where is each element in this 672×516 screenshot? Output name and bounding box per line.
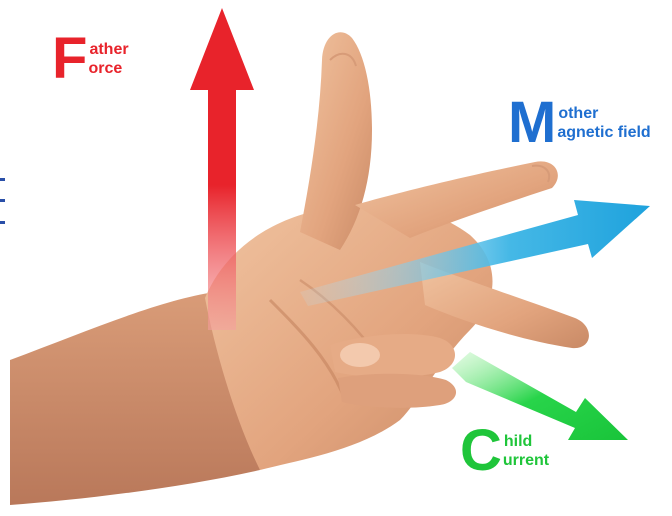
mother-magnetic-field-label: M other agnetic field bbox=[508, 94, 651, 152]
curled-fingers bbox=[330, 334, 456, 408]
child-words: hild urrent bbox=[504, 432, 549, 470]
mother-words: other agnetic field bbox=[558, 104, 650, 142]
mother-letter: M bbox=[508, 94, 556, 152]
palm bbox=[205, 204, 493, 470]
mother-line1: other bbox=[558, 104, 650, 123]
father-line1: ather bbox=[89, 40, 128, 59]
child-line1: hild bbox=[504, 432, 549, 451]
father-force-label: F ather orce bbox=[52, 30, 129, 88]
father-line2: orce bbox=[88, 59, 128, 78]
child-current-label: C hild urrent bbox=[460, 422, 549, 480]
page-edge-marker bbox=[0, 178, 5, 224]
father-letter: F bbox=[52, 30, 87, 88]
child-letter: C bbox=[460, 422, 502, 480]
mother-line2: agnetic field bbox=[557, 123, 650, 142]
father-words: ather orce bbox=[89, 40, 128, 78]
child-line2: urrent bbox=[503, 451, 549, 470]
